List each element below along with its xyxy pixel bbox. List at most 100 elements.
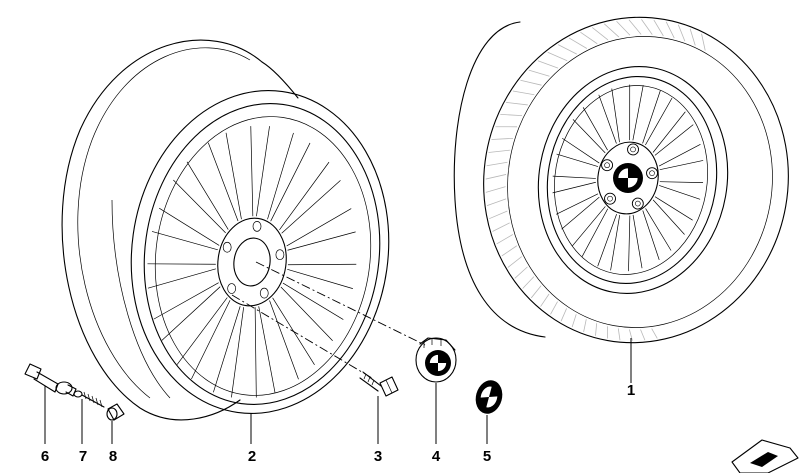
leader-lines — [44, 338, 632, 444]
lug-nut-centre — [649, 170, 655, 176]
callout-4: 4 — [432, 448, 441, 465]
bolt-hole — [252, 221, 262, 232]
spoke — [176, 297, 231, 380]
callout-1: 1 — [627, 382, 635, 399]
spoke — [286, 208, 356, 251]
tread-line — [640, 329, 646, 341]
lug-nut-centre — [635, 200, 641, 207]
rim-bolt-holes — [222, 221, 285, 299]
tread-line — [591, 27, 609, 41]
spoke — [572, 107, 608, 154]
tread-line — [653, 19, 664, 37]
tread-line — [506, 102, 528, 106]
tread-line — [486, 198, 507, 207]
wheel-rim-part-2 — [61, 39, 390, 421]
tread-line — [485, 186, 506, 193]
tread-line — [528, 69, 550, 77]
tread-line — [530, 285, 542, 299]
spoke — [556, 137, 600, 167]
tread-line — [641, 19, 653, 35]
lug-nut — [646, 167, 658, 180]
tread-line — [557, 44, 577, 55]
tread-line — [537, 60, 559, 69]
valve-cap-part-8 — [106, 403, 125, 421]
spoke — [151, 207, 220, 251]
tread-line — [547, 51, 568, 62]
direction-arrow-icon — [731, 439, 799, 473]
spoke — [658, 143, 704, 171]
callout-2: 2 — [248, 448, 256, 465]
tread-line — [496, 234, 513, 245]
rim-spokes — [147, 126, 357, 398]
spoke — [556, 193, 600, 230]
spoke — [153, 282, 221, 341]
tire-tread-pattern — [485, 19, 706, 341]
tread-line — [512, 90, 535, 96]
valve-core-part-7 — [73, 390, 105, 408]
spoke — [652, 196, 693, 235]
tread-line — [651, 328, 658, 339]
tread-line — [628, 19, 642, 35]
valve-part-6 — [24, 363, 77, 397]
tread-line — [489, 210, 508, 220]
spoke — [628, 214, 643, 272]
lug-nut — [604, 192, 616, 205]
bolt-hole — [227, 283, 236, 294]
tread-line — [501, 245, 518, 257]
tread-line — [571, 314, 577, 328]
spoke — [250, 126, 270, 217]
lug-nut-centre — [630, 146, 636, 153]
spoke — [642, 90, 673, 146]
spoke — [597, 213, 621, 271]
complete-wheel-part-1 — [453, 16, 789, 344]
tread-line — [507, 256, 522, 268]
wheel-bolt-part-3 — [359, 371, 399, 397]
spoke — [267, 132, 311, 222]
spoke — [642, 208, 672, 261]
tread-line — [500, 113, 523, 117]
tread-line — [595, 323, 598, 336]
tread-line — [665, 21, 675, 39]
tread-line — [520, 79, 542, 86]
assembly-lines — [231, 261, 426, 379]
tread-line — [550, 301, 558, 315]
spoke — [552, 175, 596, 194]
tread-line — [603, 23, 620, 38]
tread-line — [522, 276, 535, 289]
spoke — [279, 161, 341, 234]
spoke — [213, 306, 245, 398]
lug-nut — [627, 143, 639, 156]
tread-line — [677, 24, 686, 42]
spoke — [254, 306, 276, 398]
callout-3: 3 — [374, 448, 382, 465]
spoke — [287, 263, 357, 289]
tread-line — [701, 33, 706, 51]
spoke — [173, 161, 229, 234]
spoke — [571, 206, 609, 257]
callout-7: 7 — [79, 448, 87, 465]
lug-nut-centre — [604, 162, 610, 169]
tread-line — [583, 319, 587, 333]
tread-line — [491, 137, 514, 140]
spoke — [269, 297, 315, 380]
lug-nuts — [601, 143, 658, 210]
emblem-part-5 — [475, 380, 503, 414]
lug-nut — [631, 197, 644, 210]
callout-6: 6 — [41, 448, 49, 465]
tread-line — [485, 174, 507, 180]
lug-nut-centre — [607, 195, 613, 202]
spoke — [652, 111, 694, 156]
hub-cap-part-4 — [415, 337, 457, 383]
bolt-hole — [222, 241, 232, 253]
tread-line — [514, 266, 528, 279]
tread-line — [560, 308, 568, 322]
lug-nut — [601, 159, 614, 172]
callout-labels: 1 2 3 4 5 6 7 8 — [41, 382, 635, 465]
tread-line — [689, 28, 696, 46]
tread-line — [628, 329, 633, 341]
tread-line — [616, 20, 631, 36]
spoke — [598, 88, 620, 144]
bolt-hole — [259, 287, 269, 299]
